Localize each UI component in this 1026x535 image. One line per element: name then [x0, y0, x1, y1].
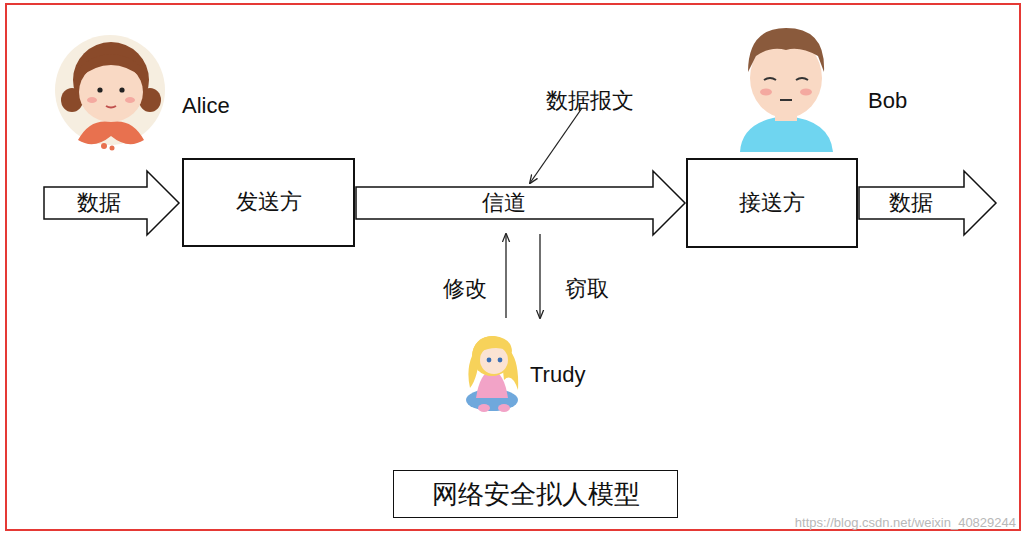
- node-text: 发送方: [236, 190, 302, 214]
- callout-label: 数据报文: [546, 88, 634, 113]
- output-arrow: 数据: [858, 170, 997, 236]
- diagram-title: 网络安全拟人模型: [432, 477, 640, 512]
- person-name: Trudy: [530, 362, 585, 387]
- node-text: 数据: [77, 191, 121, 215]
- person-name: Alice: [182, 93, 230, 118]
- attack-label: 窃取: [565, 276, 609, 301]
- watermark: https://blog.csdn.net/weixin_40829244: [795, 516, 1016, 531]
- bob-figure: [740, 28, 833, 152]
- trudy-figure: [466, 336, 518, 412]
- alice-figure: [55, 35, 165, 151]
- node-text: 接送方: [739, 191, 805, 215]
- callout-leader: [530, 108, 582, 183]
- eavesdrop-arrow: [539, 234, 540, 318]
- process-box: 接送方: [686, 158, 858, 248]
- person-name: Bob: [868, 88, 907, 113]
- node-text: 信道: [482, 191, 526, 215]
- process-box: 发送方: [182, 158, 355, 247]
- modify-arrow: [505, 234, 506, 318]
- input-arrow: 数据: [43, 170, 180, 236]
- node-text: 数据: [889, 191, 933, 215]
- frame-border: [6, 4, 1020, 530]
- attack-label: 修改: [443, 276, 487, 301]
- channel-arrow: 信道: [355, 170, 686, 236]
- diagram-title-box: 网络安全拟人模型: [393, 470, 678, 518]
